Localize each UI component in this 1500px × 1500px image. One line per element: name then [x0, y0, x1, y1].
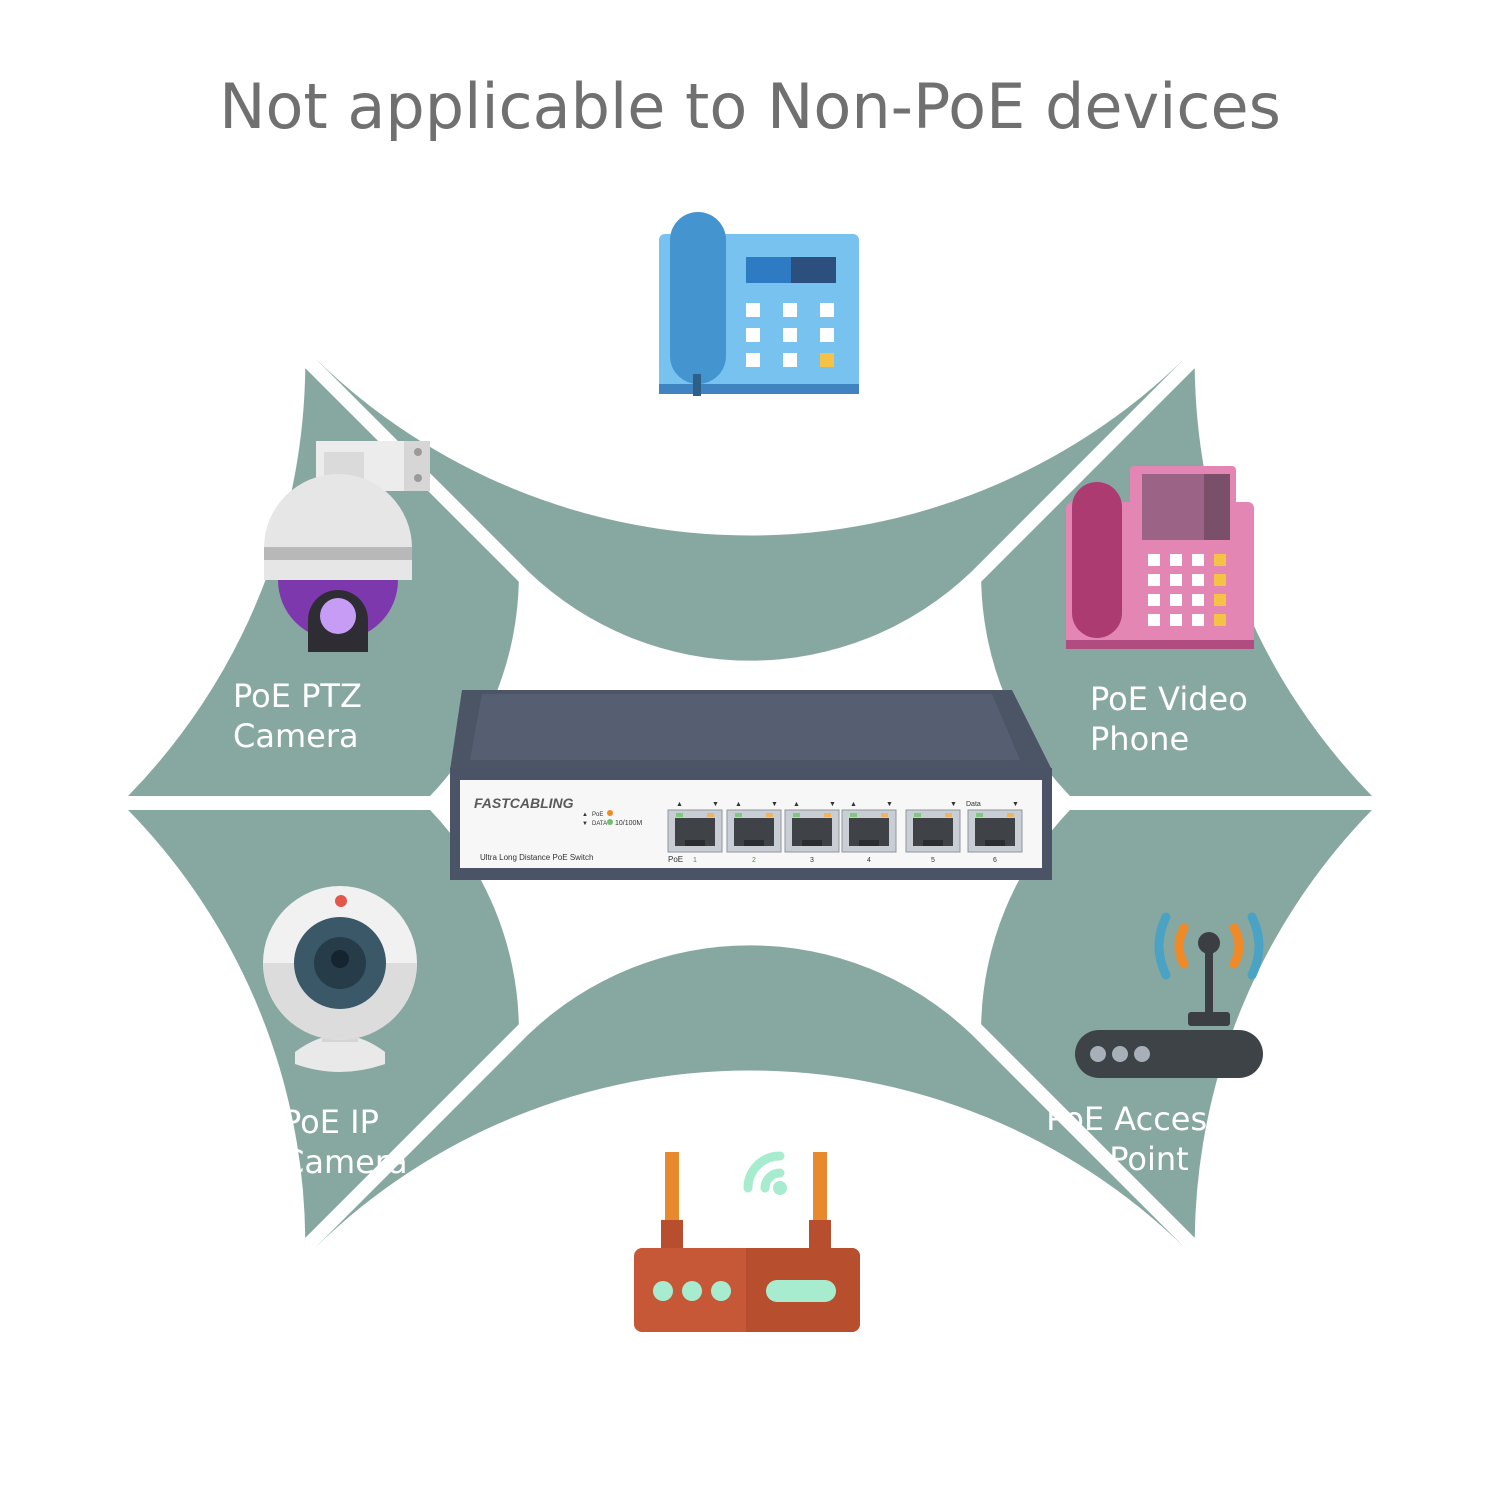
- brand-logo: FASTCABLING: [474, 795, 574, 811]
- svg-text:▼: ▼: [712, 801, 719, 808]
- svg-text:▼: ▼: [886, 801, 893, 808]
- segment-access-point: [981, 809, 1372, 1238]
- ethernet-port-2: ▲ ▼ 2: [726, 801, 782, 864]
- ethernet-port-4: ▲ ▼ 4: [841, 801, 897, 864]
- legend-speed-label: 10/100M: [615, 820, 642, 827]
- ethernet-port-1: ▲ ▼ 1: [667, 801, 723, 864]
- port-number-label: 3: [810, 857, 814, 864]
- access-point-icon: [1075, 912, 1264, 1078]
- svg-text:▲: ▲: [850, 801, 857, 808]
- legend-data-label: DATA: [592, 821, 607, 827]
- poe-ports-label: PoE: [668, 855, 683, 864]
- port-group: ▲▼1▲▼2▲▼3▲▼4▼5▼6: [667, 801, 1023, 864]
- ethernet-port-6: ▼6: [967, 801, 1023, 864]
- desk-phone-icon: [659, 212, 859, 396]
- port-number-label: 1: [693, 857, 697, 864]
- label-dual: PoE Dual band AP: [614, 1345, 898, 1383]
- port-number-label: 2: [752, 857, 756, 864]
- switch-subtitle: Ultra Long Distance PoE Switch: [480, 853, 593, 862]
- legend-poe-label: PoE: [592, 812, 603, 818]
- webcam-icon: [263, 886, 417, 1072]
- svg-text:▼: ▼: [1012, 801, 1019, 808]
- svg-text:▲: ▲: [735, 801, 742, 808]
- video-phone-icon: [1066, 466, 1254, 649]
- label-voip: PoE VoIP Phone: [640, 412, 885, 450]
- svg-text:▼: ▼: [771, 801, 778, 808]
- wifi-router-icon: [634, 1151, 860, 1332]
- svg-text:▼: ▼: [950, 801, 957, 808]
- segment-dual-band-ap: [315, 945, 1185, 1248]
- led-legend: ▲ PoE ▼ DATA 10/100M: [582, 810, 642, 827]
- svg-text:▲: ▲: [582, 812, 588, 818]
- segment-voip-phone: [315, 358, 1185, 661]
- svg-text:▼: ▼: [829, 801, 836, 808]
- poe-switch: FASTCABLING Ultra Long Distance PoE Swit…: [450, 690, 1052, 880]
- ptz-camera-icon: [264, 441, 430, 652]
- svg-text:▲: ▲: [676, 801, 683, 808]
- data-ports-label: Data: [966, 801, 981, 808]
- port-number-label: 5: [931, 857, 935, 864]
- ethernet-port-3: ▲ ▼ 3: [784, 801, 840, 864]
- svg-text:▼: ▼: [582, 821, 588, 827]
- svg-text:▲: ▲: [793, 801, 800, 808]
- page-title: Not applicable to Non-PoE devices: [219, 70, 1281, 143]
- ethernet-port-5: ▼5: [905, 801, 961, 864]
- port-number-label: 6: [993, 857, 997, 864]
- port-number-label: 4: [867, 857, 871, 864]
